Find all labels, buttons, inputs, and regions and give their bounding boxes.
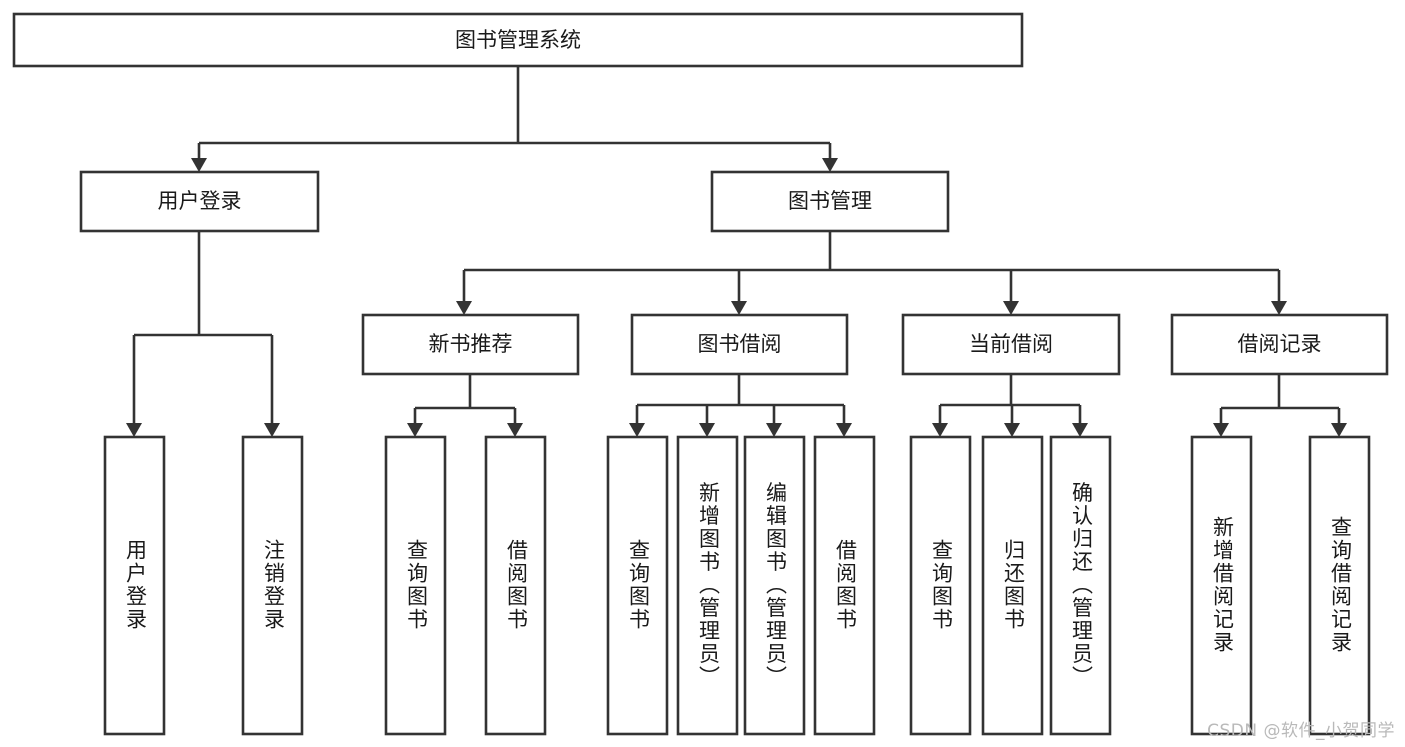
node-leaf-add-book[interactable]: 新增图书（管理员） — [676, 435, 739, 736]
node-leaf-confirm-return-label: 确认归还（管理员） — [1070, 482, 1094, 689]
node-leaf-user-login[interactable]: 用户登录 — [103, 435, 166, 736]
level3-nodes: 新书推荐 图书借阅 当前借阅 借阅记录 — [361, 313, 1389, 376]
arrowhead-book-borrow — [731, 301, 747, 315]
node-borrow-record[interactable]: 借阅记录 — [1170, 313, 1389, 376]
node-leaf-borrow-book-1-label: 借阅图书 — [505, 539, 529, 631]
leaf-nodes: 用户登录 注销登录 查询图书 借阅图书 查询图书 新增图书（管理员） — [103, 435, 1371, 736]
node-leaf-user-login-box[interactable] — [103, 435, 166, 736]
node-book-manage-label: 图书管理 — [788, 189, 872, 213]
node-leaf-user-logout-label: 注销登录 — [262, 539, 286, 631]
node-book-borrow-box[interactable] — [630, 313, 849, 376]
arrowhead-leaf-borrow-book-2 — [836, 423, 852, 437]
node-leaf-query-book-2-label: 查询图书 — [627, 539, 651, 631]
node-leaf-edit-book-label: 编辑图书（管理员） — [764, 482, 788, 689]
node-leaf-confirm-return-box[interactable] — [1049, 435, 1112, 736]
node-current-borrow[interactable]: 当前借阅 — [901, 313, 1121, 376]
node-leaf-user-login-label: 用户登录 — [124, 539, 148, 631]
node-leaf-edit-book[interactable]: 编辑图书（管理员） — [743, 435, 806, 736]
arrowhead-leaf-user-logout — [264, 423, 280, 437]
arrowhead-leaf-edit-book — [766, 423, 782, 437]
node-leaf-query-book-1[interactable]: 查询图书 — [384, 435, 447, 736]
node-leaf-confirm-return[interactable]: 确认归还（管理员） — [1049, 435, 1112, 736]
node-leaf-return-book-label: 归还图书 — [1002, 539, 1026, 631]
node-leaf-return-book-box[interactable] — [981, 435, 1044, 736]
node-leaf-user-logout[interactable]: 注销登录 — [241, 435, 304, 736]
node-leaf-add-record-label: 新增借阅记录 — [1211, 516, 1235, 654]
node-leaf-query-book-1-label: 查询图书 — [405, 539, 429, 631]
arrowhead-current-borrow — [1003, 301, 1019, 315]
node-leaf-query-record-box[interactable] — [1308, 435, 1371, 736]
arrowhead-book-manage — [822, 158, 838, 172]
arrowhead-leaf-query-book-3 — [932, 423, 948, 437]
node-leaf-edit-book-box[interactable] — [743, 435, 806, 736]
node-borrow-record-box[interactable] — [1170, 313, 1389, 376]
arrowhead-leaf-query-book-1 — [407, 423, 423, 437]
node-leaf-query-book-3-box[interactable] — [909, 435, 972, 736]
node-new-book-rec[interactable]: 新书推荐 — [361, 313, 580, 376]
node-root-system[interactable]: 图书管理系统 — [12, 12, 1024, 68]
node-user-login-box[interactable] — [79, 170, 320, 233]
node-leaf-borrow-book-2[interactable]: 借阅图书 — [813, 435, 876, 736]
node-leaf-borrow-book-2-box[interactable] — [813, 435, 876, 736]
node-leaf-query-book-3[interactable]: 查询图书 — [909, 435, 972, 736]
node-user-login[interactable]: 用户登录 — [79, 170, 320, 233]
node-book-borrow[interactable]: 图书借阅 — [630, 313, 849, 376]
connector-lines — [126, 66, 1347, 437]
node-leaf-add-book-box[interactable] — [676, 435, 739, 736]
node-leaf-return-book[interactable]: 归还图书 — [981, 435, 1044, 736]
node-leaf-query-book-2[interactable]: 查询图书 — [606, 435, 669, 736]
node-leaf-query-record[interactable]: 查询借阅记录 — [1308, 435, 1371, 736]
node-book-manage[interactable]: 图书管理 — [710, 170, 950, 233]
node-leaf-borrow-book-2-label: 借阅图书 — [834, 539, 858, 631]
arrowhead-new-book-rec — [456, 301, 472, 315]
node-leaf-add-book-label: 新增图书（管理员） — [697, 482, 721, 689]
arrowhead-leaf-add-book — [699, 423, 715, 437]
node-leaf-add-record-box[interactable] — [1190, 435, 1253, 736]
arrowhead-user-login — [191, 158, 207, 172]
arrowhead-leaf-borrow-book-1 — [507, 423, 523, 437]
node-book-borrow-label: 图书借阅 — [698, 332, 782, 356]
node-leaf-borrow-book-1[interactable]: 借阅图书 — [484, 435, 547, 736]
node-book-manage-box[interactable] — [710, 170, 950, 233]
node-current-borrow-label: 当前借阅 — [969, 332, 1053, 356]
node-leaf-user-logout-box[interactable] — [241, 435, 304, 736]
node-leaf-borrow-book-1-box[interactable] — [484, 435, 547, 736]
node-root-system-box[interactable] — [12, 12, 1024, 68]
node-new-book-rec-box[interactable] — [361, 313, 580, 376]
node-leaf-query-book-3-label: 查询图书 — [930, 539, 954, 631]
node-user-login-label: 用户登录 — [158, 189, 242, 213]
node-leaf-query-book-1-box[interactable] — [384, 435, 447, 736]
node-new-book-rec-label: 新书推荐 — [429, 332, 513, 356]
arrowhead-borrow-record — [1271, 301, 1287, 315]
node-borrow-record-label: 借阅记录 — [1238, 332, 1322, 356]
node-leaf-query-book-2-box[interactable] — [606, 435, 669, 736]
arrowhead-leaf-query-record — [1331, 423, 1347, 437]
level2-nodes: 用户登录 图书管理 — [79, 170, 950, 233]
arrowhead-leaf-add-record — [1213, 423, 1229, 437]
arrowhead-leaf-confirm-return — [1072, 423, 1088, 437]
node-leaf-query-record-label: 查询借阅记录 — [1329, 516, 1353, 654]
node-root-system-label: 图书管理系统 — [455, 28, 581, 52]
arrowhead-leaf-query-book-2 — [629, 423, 645, 437]
node-leaf-add-record[interactable]: 新增借阅记录 — [1190, 435, 1253, 736]
arrowhead-leaf-user-login — [126, 423, 142, 437]
arrowhead-leaf-return-book — [1004, 423, 1020, 437]
node-current-borrow-box[interactable] — [901, 313, 1121, 376]
